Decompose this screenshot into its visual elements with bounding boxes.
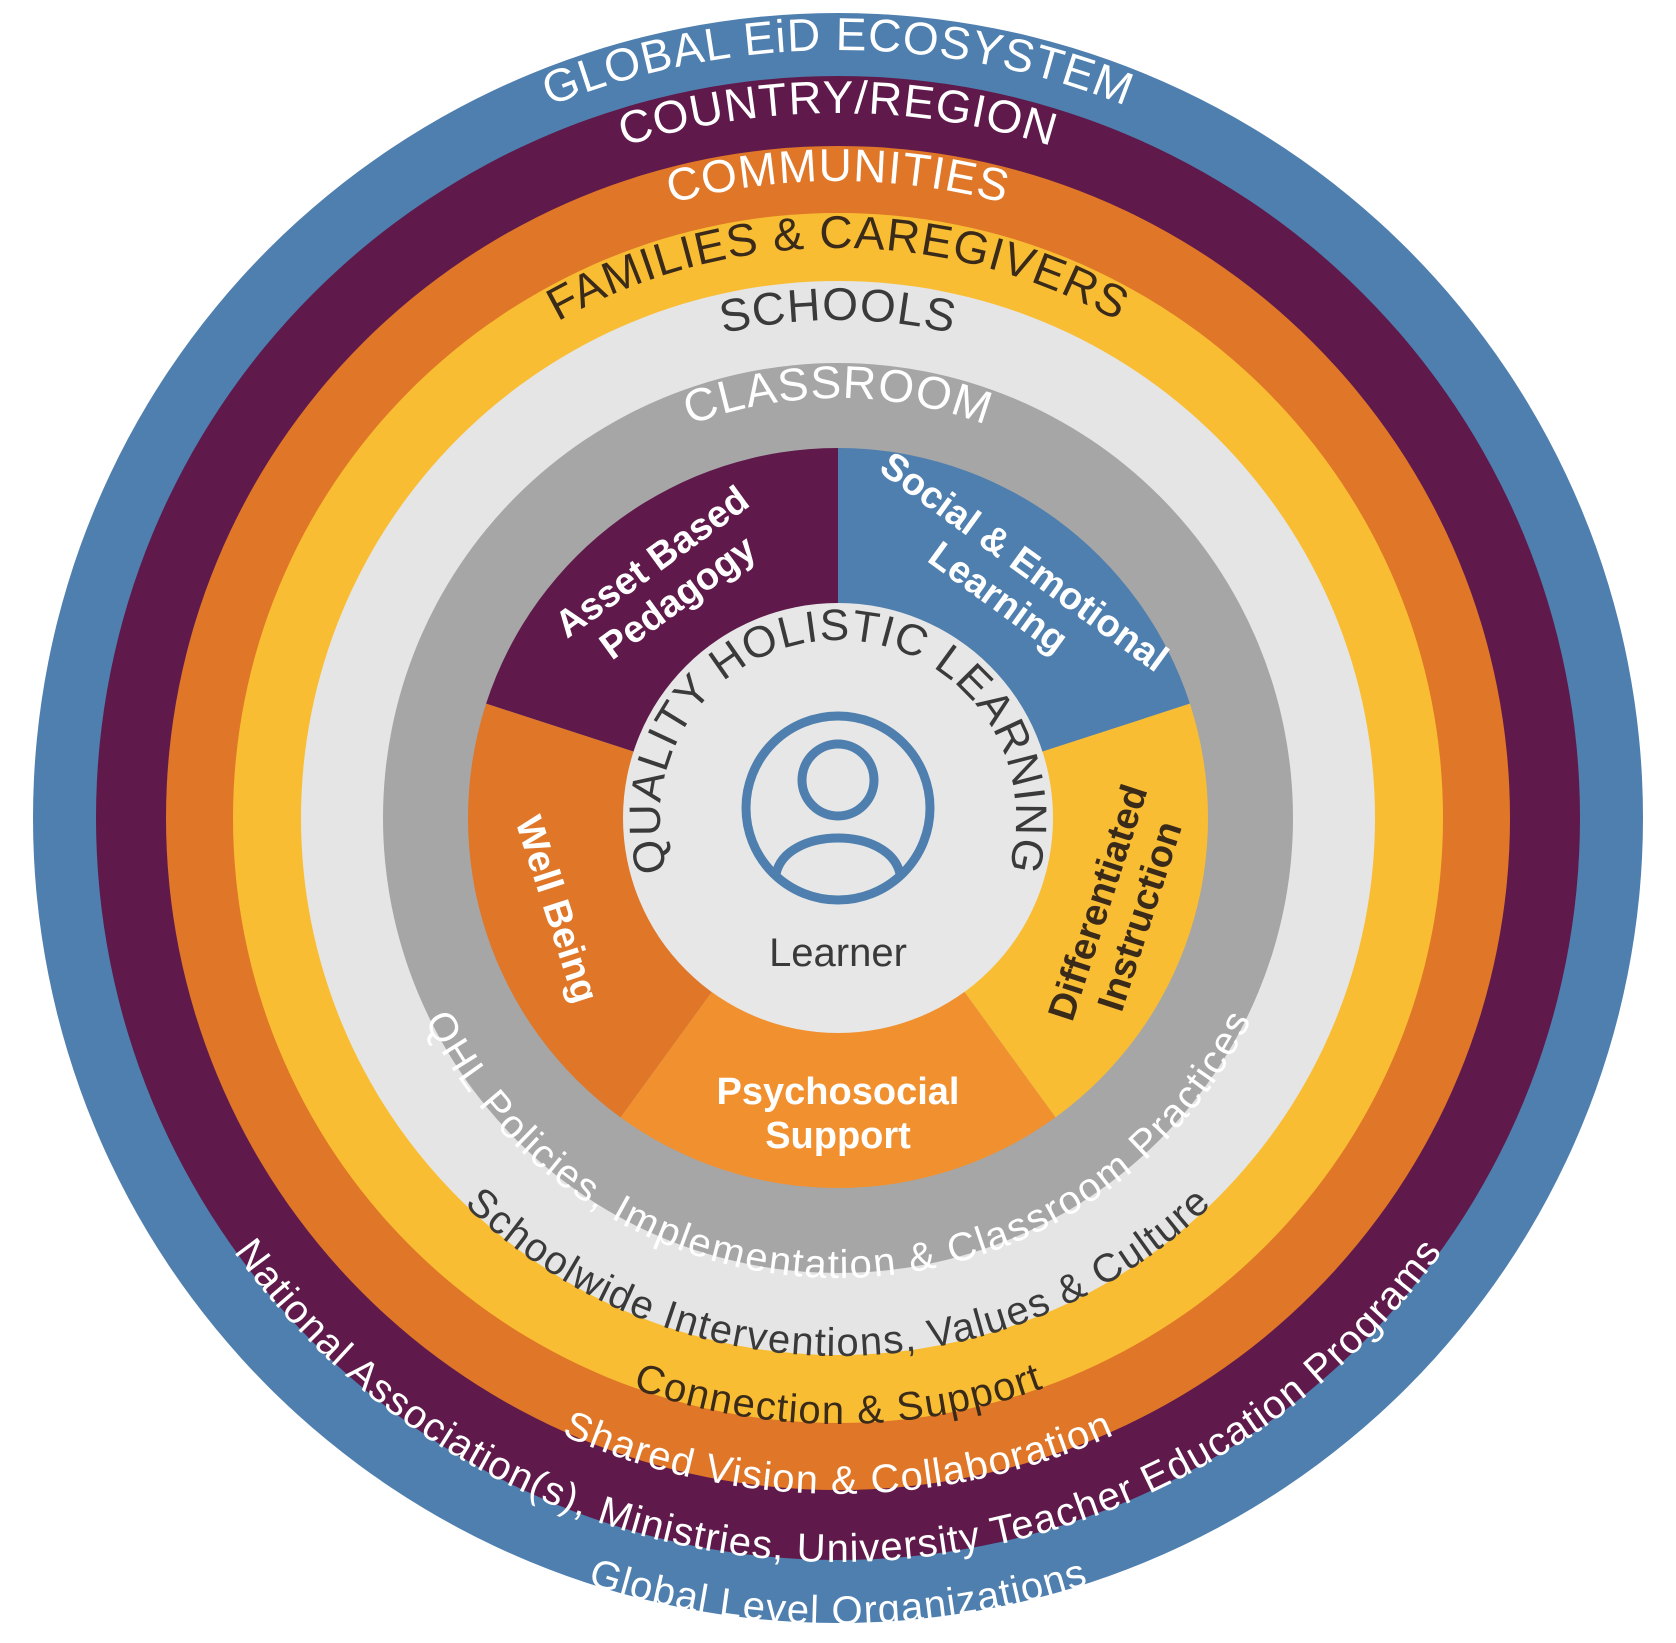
segment-line-psycho-1: Support: [765, 1115, 911, 1157]
person-icon: [741, 711, 935, 905]
learner-label: Learner: [769, 931, 907, 975]
segment-line-psycho-0: Psychosocial: [717, 1071, 960, 1113]
